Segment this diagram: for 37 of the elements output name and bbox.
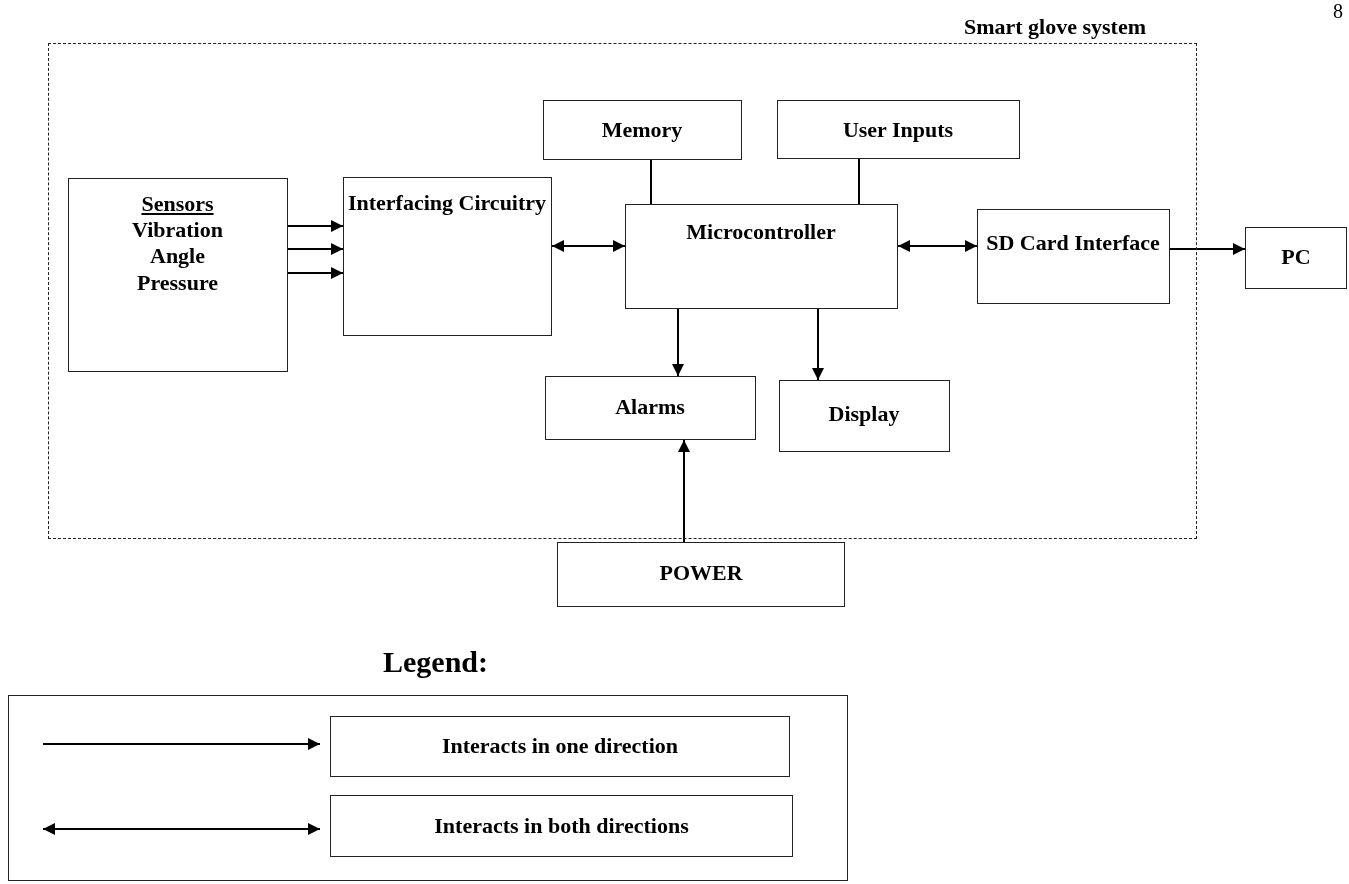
box-label: PC	[1281, 244, 1311, 271]
box-label: Vibration Angle Pressure	[131, 216, 224, 297]
arrow	[287, 220, 344, 232]
box-label: User Inputs	[842, 116, 954, 143]
process-box	[776, 99, 1020, 159]
box-label: Interfacing Circuitry	[347, 189, 547, 216]
process-box	[976, 208, 1170, 304]
process-box	[778, 379, 950, 452]
box-heading: Sensors	[141, 190, 214, 217]
box-label: SD Card Interface	[986, 229, 1160, 256]
arrow	[812, 308, 824, 381]
legend-title: Legend:	[383, 645, 488, 679]
box-label: Alarms	[615, 393, 685, 420]
connector-line	[858, 158, 860, 205]
arrow	[897, 240, 978, 252]
process-box	[544, 375, 756, 440]
arrow	[287, 267, 344, 279]
box-label: POWER	[659, 560, 743, 587]
process-box	[67, 177, 288, 372]
box-label: Memory	[601, 116, 683, 143]
legend-label: Interacts in both directions	[330, 795, 793, 857]
arrow	[551, 240, 626, 252]
page-number: 8	[1333, 0, 1343, 23]
box-label: Display	[828, 400, 900, 427]
group-title: Smart glove system	[963, 14, 1146, 41]
arrow	[672, 308, 684, 377]
process-box	[557, 542, 845, 607]
process-box	[542, 99, 742, 160]
box-label: Microcontroller	[686, 218, 836, 245]
arrow	[678, 439, 690, 543]
connector-line	[650, 159, 652, 205]
legend-label: Interacts in one direction	[330, 716, 790, 777]
arrow	[287, 243, 344, 255]
process-box	[342, 176, 552, 336]
arrow	[1169, 243, 1246, 255]
process-box	[1245, 227, 1347, 289]
process-box	[624, 203, 898, 309]
